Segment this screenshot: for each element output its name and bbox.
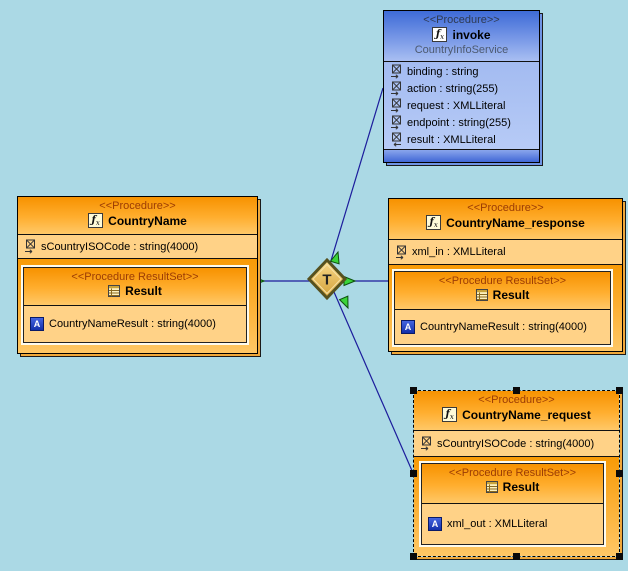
node-title: CountryName_request — [462, 407, 591, 422]
stereotype-label: <<Procedure ResultSet>> — [438, 275, 567, 287]
parameter-text: xml_in : XMLLiteral — [412, 246, 506, 258]
column-icon: A — [30, 317, 44, 331]
param-in-icon — [421, 436, 431, 451]
node-title: Result — [502, 480, 540, 494]
column-row[interactable]: A CountryNameResult : string(4000) — [24, 305, 246, 342]
selection-handle-s[interactable] — [513, 553, 520, 560]
parameter-text: request : XMLLiteral — [407, 99, 506, 112]
stereotype-label: <<Procedure>> — [99, 200, 176, 212]
node-title: CountryName — [108, 213, 187, 228]
param-in-icon — [391, 98, 401, 113]
parameter-text: sCountryISOCode : string(4000) — [41, 240, 199, 253]
param-in-icon — [396, 245, 406, 260]
stereotype-label: <<Procedure ResultSet>> — [448, 467, 577, 479]
selection-handle-sw[interactable] — [410, 553, 417, 560]
column-row[interactable]: A CountryNameResult : string(4000) — [395, 309, 610, 344]
resultset-icon — [485, 481, 498, 493]
selection-handle-w[interactable] — [410, 470, 417, 477]
resultset-node-result[interactable]: <<Procedure ResultSet>> Result A Country… — [392, 269, 613, 347]
column-text: CountryNameResult : string(4000) — [420, 321, 587, 333]
resultset-node-result[interactable]: <<Procedure ResultSet>> Result A xml_out… — [419, 461, 606, 547]
resultset-icon — [475, 289, 488, 301]
parameter-row[interactable]: action : string(255) — [384, 80, 539, 97]
parameter-text: result : XMLLiteral — [407, 133, 496, 146]
parameter-text: sCountryISOCode : string(4000) — [437, 437, 595, 450]
param-in-icon — [391, 115, 401, 130]
arrowhead-invoke-to-transform — [329, 250, 340, 265]
parameter-row[interactable]: result : XMLLiteral — [384, 131, 539, 148]
resultset-icon — [108, 285, 121, 297]
transform-node-label: T — [322, 272, 331, 289]
stereotype-label: <<Procedure ResultSet>> — [71, 271, 199, 283]
selection-handle-nw[interactable] — [410, 387, 417, 394]
connector-invoke-to-transform[interactable] — [329, 87, 384, 265]
stereotype-label: <<Procedure>> — [467, 202, 544, 214]
parameter-row[interactable]: request : XMLLiteral — [384, 97, 539, 114]
parameter-row[interactable]: sCountryISOCode : string(4000) — [18, 234, 257, 258]
selection-handle-se[interactable] — [616, 553, 623, 560]
resultset-compartment: <<Procedure ResultSet>> Result A Country… — [389, 264, 622, 351]
transform-node-bevel — [312, 263, 342, 295]
stereotype-label: <<Procedure>> — [478, 394, 555, 406]
column-text: CountryNameResult : string(4000) — [49, 318, 216, 330]
transform-node[interactable] — [306, 257, 348, 301]
parameter-row[interactable]: xml_in : XMLLiteral — [389, 239, 622, 264]
node-title: CountryName_response — [446, 215, 585, 230]
resultset-compartment: <<Procedure ResultSet>> Result A Country… — [18, 258, 257, 353]
arrowhead-request-to-transform — [338, 295, 349, 310]
connector-request-to-transform[interactable] — [333, 291, 414, 474]
column-row[interactable]: A xml_out : XMLLiteral — [422, 503, 603, 544]
node-header: <<Procedure ResultSet>> Result — [395, 272, 610, 309]
param-in-icon — [391, 81, 401, 96]
column-text: xml_out : XMLLiteral — [447, 518, 548, 530]
parameter-row[interactable]: binding : string — [384, 63, 539, 80]
selection-handle-e[interactable] — [616, 470, 623, 477]
param-in-icon — [25, 239, 35, 254]
node-title: Result — [492, 288, 530, 302]
selection-handle-ne[interactable] — [616, 387, 623, 394]
param-in-icon — [391, 64, 401, 79]
parameter-list: binding : string action : string(255) re… — [384, 61, 539, 149]
parameter-text: action : string(255) — [407, 82, 499, 95]
stereotype-label: <<Procedure>> — [423, 14, 500, 26]
node-header: <<Procedure ResultSet>> Result — [24, 268, 246, 305]
selection-handle-n[interactable] — [513, 387, 520, 394]
parameter-row[interactable]: sCountryISOCode : string(4000) — [414, 430, 619, 456]
node-header: <<Procedure ResultSet>> Result — [422, 464, 603, 503]
empty-compartment — [384, 149, 539, 162]
parameter-text: endpoint : string(255) — [407, 116, 511, 129]
node-title: Result — [125, 284, 162, 298]
parameter-text: binding : string — [407, 65, 479, 78]
resultset-compartment: <<Procedure ResultSet>> Result A xml_out… — [414, 456, 619, 556]
parameter-row[interactable]: endpoint : string(255) — [384, 114, 539, 131]
node-subtitle: CountryInfoService — [414, 44, 509, 56]
column-icon: A — [401, 320, 415, 334]
column-icon: A — [428, 517, 442, 531]
resultset-node-result[interactable]: <<Procedure ResultSet>> Result A Country… — [21, 265, 249, 345]
node-title: invoke — [452, 27, 491, 42]
param-out-icon — [392, 132, 401, 147]
